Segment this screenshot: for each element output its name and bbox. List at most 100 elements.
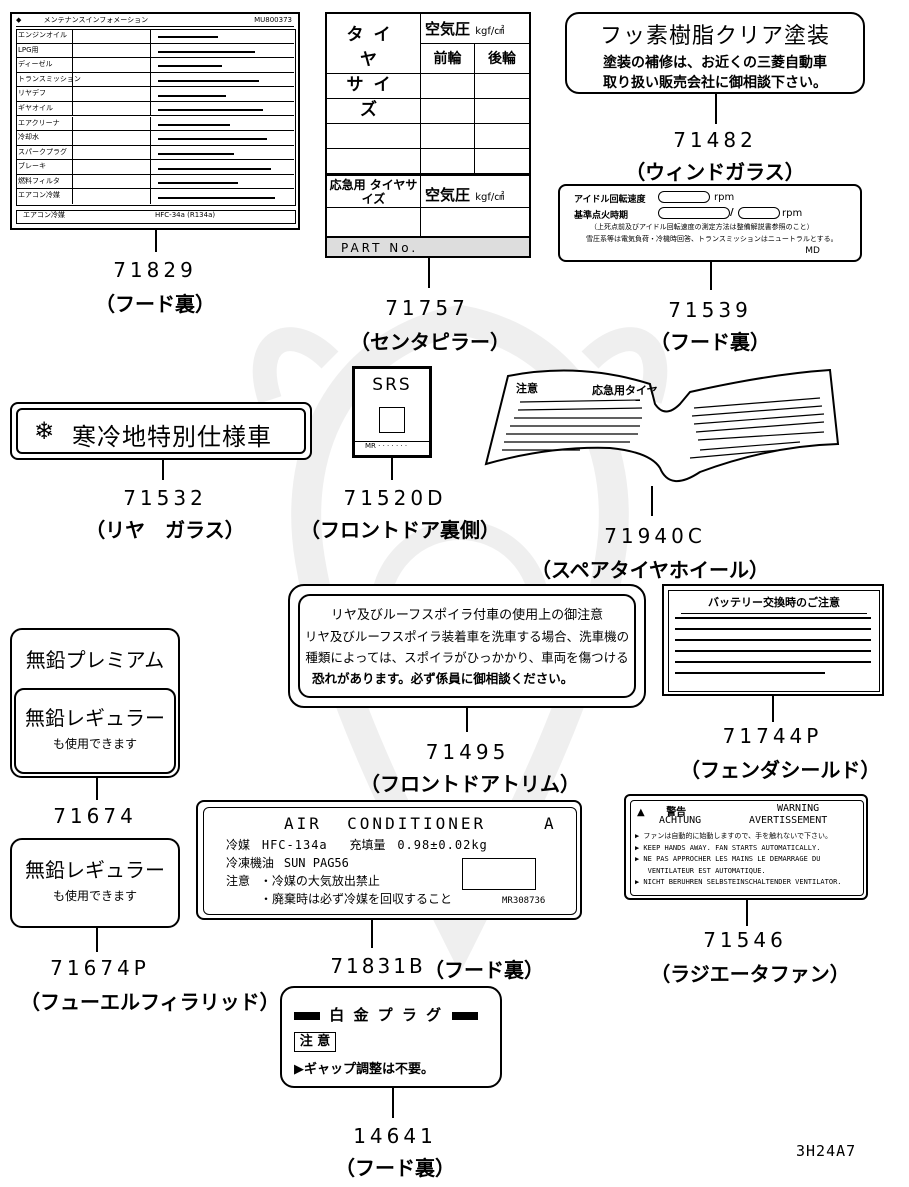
table-row-label: エアコン冷媒 xyxy=(18,191,60,200)
note-2: 雪圧系等は電気負荷・冷機時回答、トランスミッションはニュートラルとする。 xyxy=(586,235,838,243)
warning-line: ▶ ファンは自動的に始動しますので、手を触れないで下さい。 xyxy=(635,832,832,840)
part-no-71546: 71546 xyxy=(703,928,787,952)
table-row-label: 冷却水 xyxy=(18,133,39,142)
spare-size-label: 応急用 タイヤサイズ xyxy=(327,174,421,208)
ac-code: MR308736 xyxy=(502,896,546,906)
snowflake-icon: ❄ xyxy=(34,417,55,445)
label-line-3: 恐れがあります。必ず係員に御相談ください。 xyxy=(312,671,574,686)
tire-grid-cell xyxy=(327,99,421,124)
label-text: 寒冷地特別仕様車 xyxy=(72,423,272,451)
spare-pressure-label: 空気圧 xyxy=(425,186,471,204)
oil-label: 冷凍機油 xyxy=(226,856,275,870)
table-row-label: リヤデフ xyxy=(18,89,46,98)
label-main: 無鉛レギュラー xyxy=(25,858,165,882)
idle-rpm-unit: rpm xyxy=(714,192,735,203)
warning-jp: 警告 xyxy=(666,807,687,818)
warning-line: ▶ KEEP HANDS AWAY. FAN STARTS AUTOMATICA… xyxy=(635,843,821,852)
table-row-label: エンジンオイル xyxy=(18,31,67,39)
bar-left xyxy=(294,1011,320,1020)
part-no-71520D: 71520D xyxy=(343,486,447,510)
label-line-1: リヤ及びルーフスポイラ装着車を洗車する場合、洗車機の xyxy=(304,629,630,644)
tire-grid-cell xyxy=(421,99,475,124)
table-row: ブレーキ xyxy=(16,160,294,175)
table-row: エアコン冷媒 xyxy=(16,189,294,204)
table-row: リヤデフ xyxy=(16,87,294,102)
tire-grid-cell xyxy=(421,124,475,149)
label-sub: も使用できます xyxy=(52,737,137,751)
table-row: トランスミッション xyxy=(16,72,294,88)
warning-line: ▶ NICHT BERUHREN SELBSTEINSCHALTENDER VE… xyxy=(635,878,842,886)
srs-window xyxy=(379,407,405,433)
table-row: エアクリーナ xyxy=(16,116,294,132)
caution-box: 注 意 xyxy=(294,1032,336,1052)
sticker-caution: 注意 xyxy=(516,381,538,395)
ac-title: AIR CONDITIONER xyxy=(284,814,487,833)
table-row-label: スパークプラグ xyxy=(18,147,67,156)
label-71482: フッ素樹脂クリア塗装 塗装の補修は、お近くの三菱自動車 取り扱い販売会社に御相談… xyxy=(565,12,865,94)
location-71520D: （フロントドア裏側） xyxy=(300,518,500,542)
label-line-2: 種類によっては、スポイラがひっかかり、車両を傷つける xyxy=(305,650,629,665)
location-71674P: （フューエルフィラリッド） xyxy=(20,990,280,1014)
front-label: 前輪 xyxy=(421,44,475,74)
code-md: MD xyxy=(805,246,820,256)
oil-value: SUN PAG56 xyxy=(283,856,349,870)
part-no-71757: 71757 xyxy=(385,296,469,320)
label-71940C: 注意 応急用タイヤ xyxy=(484,368,840,482)
table-row-label: ブレーキ xyxy=(18,162,46,171)
location-71482: （ウィンドガラス） xyxy=(625,160,805,184)
part-no-71539: 71539 xyxy=(668,298,752,322)
mitsubishi-logo-icon: ◆ xyxy=(16,16,22,24)
label-title: リヤ及びルーフスポイラ付車の使用上の御注意 xyxy=(330,608,604,623)
tire-size-label: タイヤ サイズ xyxy=(346,25,401,120)
tire-grid-cell xyxy=(475,124,529,149)
text-line xyxy=(675,639,871,641)
label-line-2: 取り扱い販売会社に御相談下さい。 xyxy=(603,75,827,91)
plug-text: ▶ギャップ調整は不要。 xyxy=(294,1062,434,1077)
label-71546: ▲ 警告 WARNING ACHTUNG AVERTISSEMENT ▶ ファン… xyxy=(624,794,868,900)
label-71831B: AIR CONDITIONER A 冷媒 HFC-134a 充填量 0.98±0… xyxy=(196,800,582,920)
text-line xyxy=(675,672,825,674)
table-row: ギヤオイル xyxy=(16,101,294,117)
label-top: 無鉛プレミアム xyxy=(25,648,165,672)
part-no-71831B: 71831B xyxy=(330,954,426,978)
footer-left: エアコン冷媒 xyxy=(23,211,65,219)
ignition-rpm-unit: rpm xyxy=(782,208,803,219)
label-71757: タイヤ サイズ 空気圧 kgf/㎠ 前輪 後輪 応急用 タイヤサイズ 空気圧 k… xyxy=(325,12,531,258)
table-row: ディーゼル xyxy=(16,58,294,73)
idle-value-box xyxy=(658,191,710,203)
location-71495: （フロントドアトリム） xyxy=(360,772,580,796)
location-71940C: （スペアタイヤホイール） xyxy=(531,558,769,582)
spare-unit-label: kgf/㎠ xyxy=(475,192,505,203)
label-title: バッテリー交換時のご注意 xyxy=(681,591,867,614)
footer-right: HFC-34a (R134a) xyxy=(155,211,216,219)
table-row-label: ギヤオイル xyxy=(18,103,53,112)
part-no-71532: 71532 xyxy=(123,486,207,510)
charge-label: 充填量 xyxy=(349,838,386,852)
diagram-id: 3H24A7 xyxy=(796,1142,857,1160)
part-no-71495: 71495 xyxy=(425,740,510,764)
header-title: メンテナンスインフォメーション xyxy=(43,16,149,24)
refrigerant-value: HFC-134a xyxy=(261,838,328,852)
part-no-71940C: 71940C xyxy=(604,524,706,548)
warning-de: ACHTUNG xyxy=(659,815,702,826)
tire-grid-cell xyxy=(327,74,421,99)
refrigerant-label: 冷媒 xyxy=(226,838,251,852)
bar-right xyxy=(452,1011,479,1020)
table-row: 燃料フィルタ xyxy=(16,174,294,190)
location-71532: （リヤ ガラス） xyxy=(85,518,245,542)
rear-label: 後輪 xyxy=(475,44,529,74)
tire-grid-cell xyxy=(327,124,421,149)
warning-line: VENTILATEUR EST AUTOMATIQUE. xyxy=(635,866,766,875)
table-row-label: ディーゼル xyxy=(18,60,53,69)
table-row-label: エアクリーナ xyxy=(18,118,60,127)
ac-grade: A xyxy=(544,814,554,833)
label-line-1: 塗装の補修は、お近くの三菱自動車 xyxy=(603,55,827,71)
caution-label: 注意 xyxy=(226,874,251,888)
table-row-label: トランスミッション xyxy=(18,74,81,83)
label-71674P: 無鉛レギュラー も使用できます xyxy=(10,838,180,928)
part-no-71744P: 71744P xyxy=(722,724,823,748)
text-line xyxy=(675,617,871,619)
ignition-value-box-2 xyxy=(738,207,780,219)
srs-text: SRS xyxy=(372,375,412,395)
